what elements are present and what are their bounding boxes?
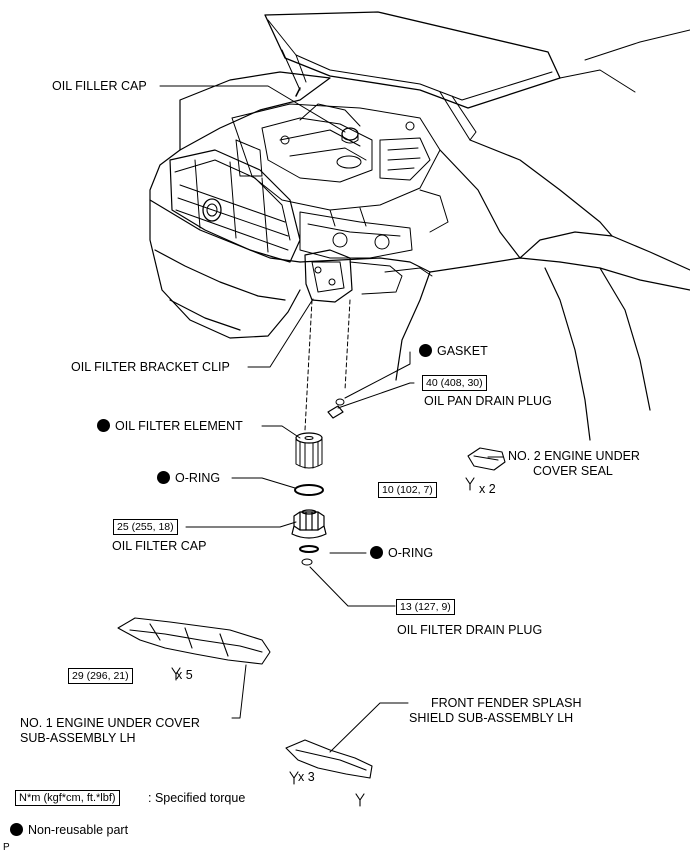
nonreusable-bullet-icon xyxy=(157,471,170,484)
o-ring-small-part xyxy=(299,545,319,553)
filter-housing-drawing xyxy=(304,249,433,303)
splash-shield-part xyxy=(285,739,373,807)
label-o-ring-2: O-RING xyxy=(370,546,433,561)
gasket-text: GASKET xyxy=(437,344,488,358)
no1-cover-line1: NO. 1 ENGINE UNDER COVER xyxy=(20,716,200,730)
label-oil-filter-bracket-clip: OIL FILTER BRACKET CLIP xyxy=(71,360,230,374)
torque-no2-seal: 10 (102, 7) xyxy=(378,482,437,498)
o-ring-1-text: O-RING xyxy=(175,471,221,485)
nonreusable-bullet-icon xyxy=(97,419,110,432)
torque-no1-under-cover: 29 (296, 21) xyxy=(68,668,133,684)
torque-oil-pan-drain-plug: 40 (408, 30) xyxy=(422,375,487,391)
guide-lines xyxy=(304,299,351,431)
legend-torque-unit: N*m (kgf*cm, ft.*lbf) xyxy=(15,790,120,806)
headlight-drawing xyxy=(299,211,413,259)
no1-under-cover-part xyxy=(117,617,271,681)
o-ring-part xyxy=(294,484,324,496)
filter-element-part xyxy=(295,432,323,469)
no1-cover-line2: SUB-ASSEMBLY LH xyxy=(20,731,136,745)
under-cover-seal-part xyxy=(465,447,506,491)
filter-drain-plug-part xyxy=(301,558,313,566)
legend-nonreusable: Non-reusable part xyxy=(10,823,128,838)
nonreusable-bullet-icon xyxy=(419,344,432,357)
no2-seal-line2: COVER SEAL xyxy=(533,464,613,478)
label-oil-filter-element: OIL FILTER ELEMENT xyxy=(97,419,243,434)
hood-drawing xyxy=(264,11,690,141)
label-oil-filter-cap: OIL FILTER CAP xyxy=(112,539,207,553)
fender-line1: FRONT FENDER SPLASH xyxy=(431,696,582,710)
grille-drawing xyxy=(169,149,301,263)
qty-front-fender: x 3 xyxy=(298,770,315,784)
qty-no2-seal: x 2 xyxy=(479,482,496,496)
nonreusable-bullet-icon xyxy=(370,546,383,559)
label-gasket: GASKET xyxy=(419,344,488,359)
filter-cap-part xyxy=(291,509,327,539)
leader-lines xyxy=(159,85,504,753)
body-drawing xyxy=(149,71,690,441)
label-front-fender-splash-shield: FRONT FENDER SPLASH SHIELD SUB-ASSEMBLY … xyxy=(409,696,609,726)
drain-plug-part xyxy=(327,398,345,419)
engine-drawing xyxy=(231,103,449,233)
label-oil-filter-drain-plug: OIL FILTER DRAIN PLUG xyxy=(397,623,543,637)
torque-oil-filter-drain-plug: 13 (127, 9) xyxy=(396,599,455,615)
label-o-ring-1: O-RING xyxy=(157,471,220,486)
legend-torque-text: : Specified torque xyxy=(148,791,246,805)
torque-oil-filter-cap: 25 (255, 18) xyxy=(113,519,178,535)
legend-nonreusable-text: Non-reusable part xyxy=(28,823,129,837)
footer-code: P xyxy=(3,842,10,853)
no2-seal-line1: NO. 2 ENGINE UNDER xyxy=(508,449,640,463)
nonreusable-bullet-icon xyxy=(10,823,23,836)
fender-line2: SHIELD SUB-ASSEMBLY LH xyxy=(409,711,574,725)
label-oil-pan-drain-plug: OIL PAN DRAIN PLUG xyxy=(424,394,552,408)
label-no1-under-cover: NO. 1 ENGINE UNDER COVER SUB-ASSEMBLY LH xyxy=(20,716,240,746)
o-ring-2-text: O-RING xyxy=(388,546,434,560)
label-oil-filler-cap: OIL FILLER CAP xyxy=(52,79,147,93)
qty-no1-under-cover: x 5 xyxy=(176,668,193,682)
label-no2-under-cover-seal: NO. 2 ENGINE UNDER COVER SEAL xyxy=(508,449,688,479)
oil-filter-element-text: OIL FILTER ELEMENT xyxy=(115,419,243,433)
